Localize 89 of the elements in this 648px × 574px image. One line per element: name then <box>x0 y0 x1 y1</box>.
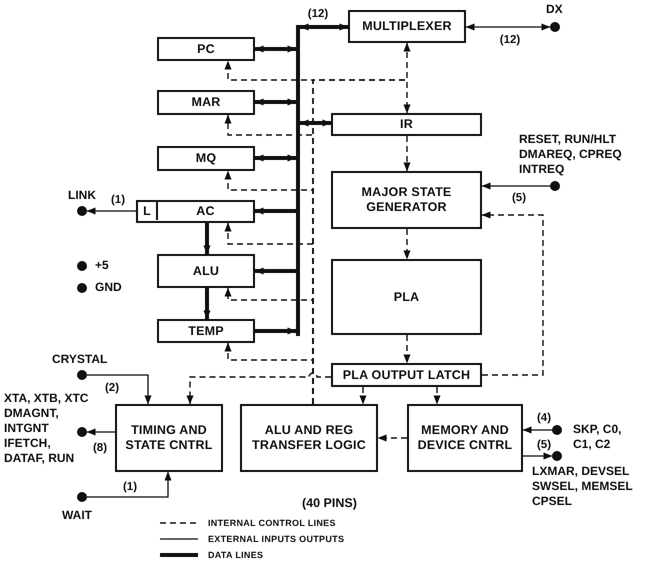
block-label: AC <box>196 204 215 219</box>
pin-dot <box>77 261 87 271</box>
data-line <box>254 98 296 106</box>
block-label: IR <box>400 117 413 132</box>
pin-dot <box>550 22 560 32</box>
block-label: MAJOR STATE GENERATOR <box>360 185 452 215</box>
block-label: MEMORY AND DEVICE CNTRL <box>416 423 514 453</box>
alu-block <box>157 254 255 288</box>
block-label: ALU <box>192 264 220 278</box>
data-line <box>204 288 210 320</box>
legend-label: EXTERNAL INPUTS OUTPUTS <box>208 534 344 544</box>
signal-line <box>523 452 552 460</box>
data-line <box>254 154 296 162</box>
control-line <box>360 387 366 404</box>
edge-label: (2) <box>104 382 120 394</box>
control-line <box>404 335 410 364</box>
pin-label: RESET, RUN/HLT DMAREQ, CPREQ INTREQ <box>519 132 623 177</box>
register-box <box>157 319 255 343</box>
data-line <box>254 208 296 214</box>
edge-label: (12) <box>498 34 522 46</box>
logic-block <box>240 404 378 472</box>
pin-dot <box>77 427 87 437</box>
pin-dot <box>552 425 562 435</box>
block-label: MQ <box>196 151 216 166</box>
data-line <box>300 24 348 30</box>
pin-dot <box>77 492 87 502</box>
data-line <box>255 328 296 334</box>
pin-label: WAIT <box>62 508 93 523</box>
signal-line <box>482 182 550 190</box>
pin-label: +5 <box>95 258 110 273</box>
edge-label: (5) <box>510 192 528 204</box>
pin-label: GND <box>95 280 123 295</box>
latch-box <box>331 363 482 387</box>
signal-line <box>522 426 552 434</box>
register-box <box>157 146 255 171</box>
logic-block <box>331 171 482 229</box>
pin-dot <box>550 181 560 191</box>
block-label: ALU AND REG TRANSFER LOGIC <box>251 423 367 453</box>
pin-dot <box>77 283 87 293</box>
logic-block <box>331 259 482 335</box>
control-line <box>378 434 407 442</box>
multiplexer-block <box>348 10 466 43</box>
block-label: PLA OUTPUT LATCH <box>342 368 470 382</box>
edge-label: (1) <box>110 194 126 206</box>
pin-label: LXMAR, DEVSEL SWSEL, MEMSEL CPSEL <box>532 464 634 509</box>
edge-label: (5) <box>536 439 552 451</box>
pin-label: XTA, XTB, XTC DMAGNT, INTGNT IFETCH, DATAF, RUN <box>4 391 90 466</box>
edge-label: (8) <box>92 442 108 454</box>
data-line <box>254 268 296 274</box>
block-label: TIMING AND STATE CNTRL <box>124 423 214 453</box>
note-label: (40 PINS) <box>302 496 357 510</box>
signal-line <box>87 472 172 498</box>
register-box <box>157 37 255 61</box>
block-label: MAR <box>191 95 221 110</box>
register-box <box>331 113 482 136</box>
data-line <box>254 46 296 52</box>
block-label: PC <box>197 42 215 56</box>
data-line <box>300 120 332 126</box>
edge-label: (12) <box>306 8 330 20</box>
signal-line <box>87 374 152 404</box>
block-label: TEMP <box>188 324 224 338</box>
block-label: MULTIPLEXER <box>362 19 452 34</box>
signal-line <box>86 428 115 436</box>
block-label: PLA <box>394 290 420 304</box>
pin-label: DX <box>546 2 564 17</box>
control-line <box>404 229 410 260</box>
data-bus <box>296 25 300 336</box>
logic-block <box>407 404 523 472</box>
signal-line <box>466 24 550 30</box>
block-label: L <box>143 204 151 218</box>
control-line <box>186 372 331 404</box>
data-line <box>204 223 210 254</box>
pin-dot <box>77 370 87 380</box>
control-line <box>482 212 544 376</box>
control-line <box>404 136 410 172</box>
pin-label: SKP, C0, C1, C2 <box>573 422 622 452</box>
pin-dot <box>552 451 562 461</box>
pin-dot <box>77 206 87 216</box>
control-line <box>224 342 314 404</box>
legend-label: INTERNAL CONTROL LINES <box>208 518 336 528</box>
legend-label: DATA LINES <box>208 550 264 560</box>
register-box <box>136 200 255 223</box>
pin-label: CRYSTAL <box>52 352 108 367</box>
signal-line <box>86 208 138 214</box>
edge-label: (1) <box>122 481 138 493</box>
register-box <box>157 90 255 115</box>
edge-label: (4) <box>536 412 552 424</box>
control-line <box>434 387 440 404</box>
logic-block <box>115 404 223 472</box>
